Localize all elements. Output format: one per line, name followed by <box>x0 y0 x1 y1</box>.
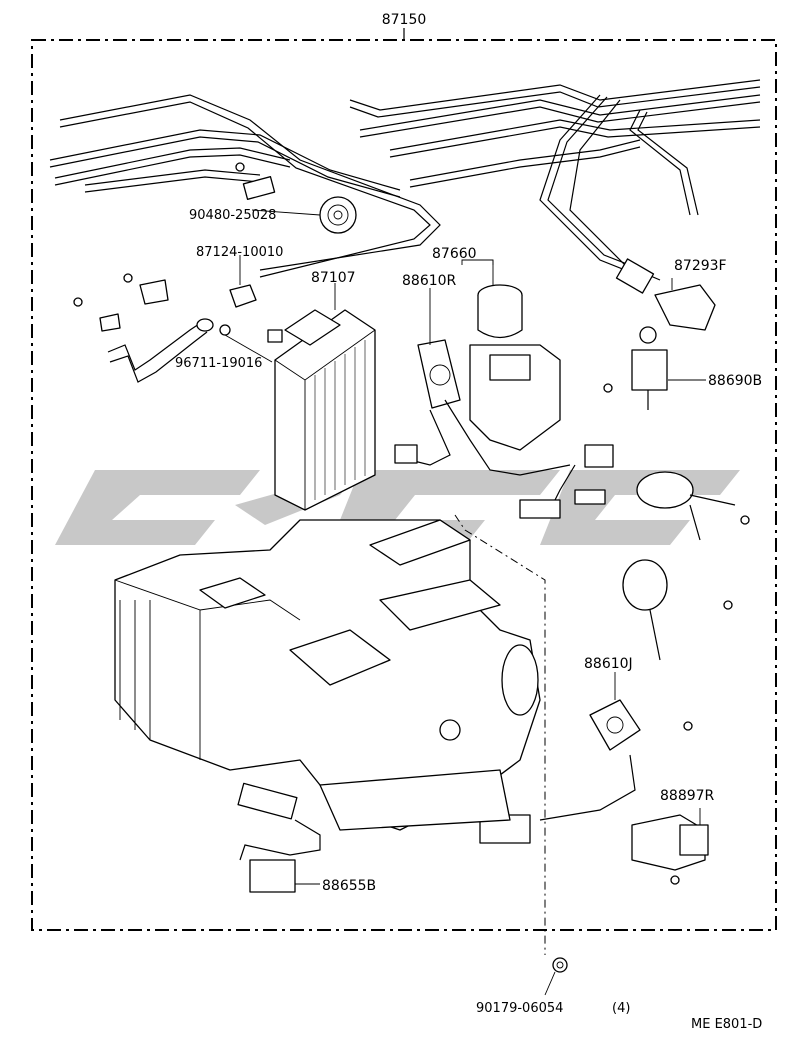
water-valve <box>615 258 716 331</box>
part-88655B <box>237 782 321 893</box>
harness <box>519 464 606 519</box>
label-88897R: 88897R <box>660 788 715 804</box>
nut-90179 <box>552 957 568 973</box>
label-87124-10010: 87124-10010 <box>196 245 283 260</box>
hose <box>107 318 231 383</box>
label-88690B: 88690B <box>708 373 762 389</box>
label-87107: 87107 <box>311 270 356 286</box>
label-88610R: 88610R <box>402 273 457 289</box>
heater-core <box>267 309 376 511</box>
vent-grille <box>235 162 357 234</box>
servo-motor <box>394 284 614 476</box>
vacuum-diaphragm <box>622 471 750 661</box>
label-quantity: (4) <box>612 1001 630 1016</box>
label-88655B: 88655B <box>322 878 376 894</box>
clip-part <box>73 273 257 332</box>
label-88610J: 88610J <box>584 656 633 672</box>
label-90179-06054: 90179-06054 <box>476 1001 563 1016</box>
duct-tubes <box>49 79 761 281</box>
label-96711-19016: 96711-19016 <box>175 356 262 371</box>
label-assembly: 87150 <box>382 12 427 28</box>
leader-lines <box>224 209 706 996</box>
actuator <box>603 326 668 410</box>
label-87660: 87660 <box>432 246 477 262</box>
figure-code: ME E801-D <box>691 1017 762 1032</box>
label-90480-25028: 90480-25028 <box>189 208 276 223</box>
heater-unit-housing <box>114 519 541 831</box>
sensor-88897R <box>631 814 709 885</box>
label-87293F: 87293F <box>674 258 727 274</box>
